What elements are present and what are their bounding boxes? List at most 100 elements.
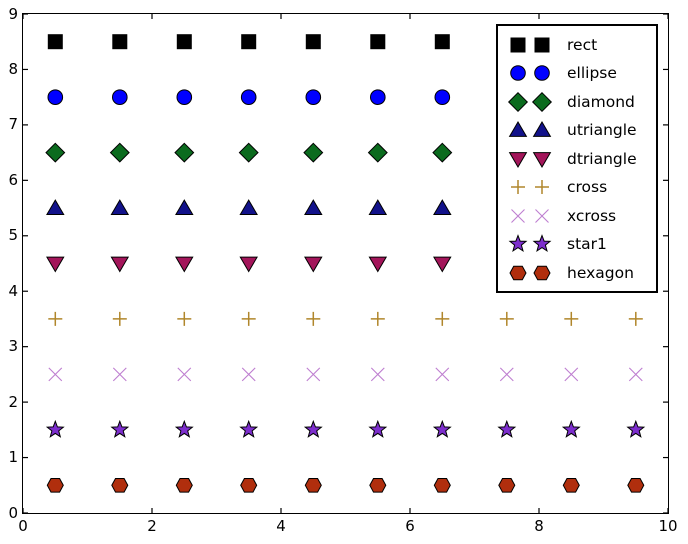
marker-dtriangle (239, 256, 258, 273)
y-tick-label: 6 (8, 170, 18, 189)
legend-entry-hexagon: hexagon (498, 258, 656, 287)
legend-marker-ellipse-icon (510, 65, 526, 81)
legend-marker-cross-icon (535, 180, 549, 194)
legend-marker-utriangle-icon (508, 121, 528, 137)
marker-cross (241, 311, 256, 326)
marker-dtriangle (304, 256, 323, 273)
y-tick-label: 4 (8, 281, 18, 300)
marker-rect (241, 34, 257, 50)
marker-diamond (238, 142, 259, 163)
legend-marker-dtriangle-icon (508, 151, 528, 168)
y-tick-label: 9 (8, 4, 18, 23)
marker-ellipse (369, 89, 386, 105)
legend-label: ellipse (567, 64, 617, 82)
marker-ellipse (434, 89, 451, 105)
legend-entry-cross: cross (498, 173, 656, 202)
marker-dtriangle (433, 256, 452, 273)
y-tick-label: 2 (8, 392, 18, 411)
marker-star1 (368, 419, 388, 438)
marker-xcross (306, 367, 321, 382)
x-tick-label: 8 (534, 517, 544, 535)
marker-rect (47, 34, 63, 50)
marker-ellipse (305, 89, 322, 105)
marker-xcross (241, 367, 256, 382)
marker-utriangle (46, 199, 65, 216)
marker-ellipse (112, 89, 128, 105)
marker-cross (112, 311, 127, 326)
legend-label: cross (567, 178, 608, 196)
y-tick-label: 3 (8, 337, 18, 356)
legend-entry-diamond: diamond (498, 87, 656, 116)
marker-cross (499, 311, 514, 326)
marker-star1 (561, 419, 581, 438)
marker-star1 (432, 419, 452, 438)
marker-cross (435, 311, 450, 326)
legend-entry-rect: rect (498, 30, 656, 59)
legend-marker-hexagon-icon (509, 265, 527, 280)
marker-dtriangle (46, 256, 65, 273)
marker-ellipse (176, 89, 193, 105)
legend: rect ellipse diamond utriangle dtriangle cros… (496, 24, 658, 293)
marker-utriangle (175, 199, 194, 216)
marker-hexagon (433, 477, 451, 493)
legend-label: utriangle (567, 121, 637, 139)
legend-marker-diamond-icon (507, 91, 529, 112)
marker-xcross (112, 367, 127, 382)
marker-diamond (174, 142, 195, 163)
legend-marker-ellipse-icon (534, 65, 550, 81)
marker-rect (112, 34, 128, 50)
legend-marker-xcross-icon (535, 208, 549, 223)
marker-star1 (239, 419, 259, 438)
legend-marker-rect-icon (534, 37, 550, 52)
marker-xcross (48, 367, 63, 382)
marker-star1 (174, 419, 194, 438)
legend-label: xcross (567, 206, 617, 225)
marker-cross (306, 311, 321, 326)
marker-utriangle (368, 199, 388, 216)
y-tick-label: 0 (8, 503, 18, 522)
marker-utriangle (110, 199, 130, 216)
marker-cross (48, 311, 63, 326)
marker-xcross (499, 367, 514, 382)
marker-diamond (109, 142, 130, 163)
legend-marker-star1-icon (508, 234, 528, 253)
legend-marker-xcross-icon (511, 208, 525, 223)
marker-rect (305, 34, 321, 50)
x-tick-label: 0 (18, 517, 28, 535)
legend-entry-dtriangle: dtriangle (498, 144, 656, 173)
marker-diamond (303, 142, 324, 163)
legend-marker-rect-icon (510, 37, 526, 52)
y-tick-label: 8 (8, 59, 18, 78)
marker-xcross (628, 367, 643, 382)
x-tick-label: 2 (147, 517, 157, 535)
marker-diamond (367, 142, 388, 163)
marker-rect (434, 34, 450, 50)
marker-hexagon (111, 477, 129, 493)
legend-label: star1 (567, 235, 607, 253)
legend-marker-star1-icon (532, 234, 552, 253)
y-tick-label: 1 (8, 448, 18, 467)
marker-hexagon (175, 477, 193, 493)
legend-marker-hexagon-icon (533, 265, 551, 280)
marker-utriangle (239, 199, 258, 216)
y-tick-label: 5 (8, 226, 18, 245)
legend-label: diamond (567, 92, 635, 111)
legend-entry-ellipse: ellipse (498, 59, 656, 88)
marker-hexagon (562, 477, 580, 493)
legend-marker-utriangle-icon (532, 121, 552, 137)
legend-label: hexagon (567, 263, 634, 282)
legend-label: rect (567, 35, 598, 54)
marker-dtriangle (110, 256, 130, 273)
marker-hexagon (240, 477, 258, 493)
legend-label: dtriangle (567, 149, 637, 168)
marker-ellipse (240, 89, 257, 105)
x-tick-label: 4 (276, 517, 286, 535)
marker-star1 (626, 419, 646, 438)
marker-xcross (370, 367, 385, 382)
legend-marker-dtriangle-icon (532, 151, 552, 168)
marker-xcross (435, 367, 450, 382)
x-tick-label: 6 (405, 517, 415, 535)
marker-cross (564, 311, 579, 326)
marker-dtriangle (175, 256, 194, 273)
